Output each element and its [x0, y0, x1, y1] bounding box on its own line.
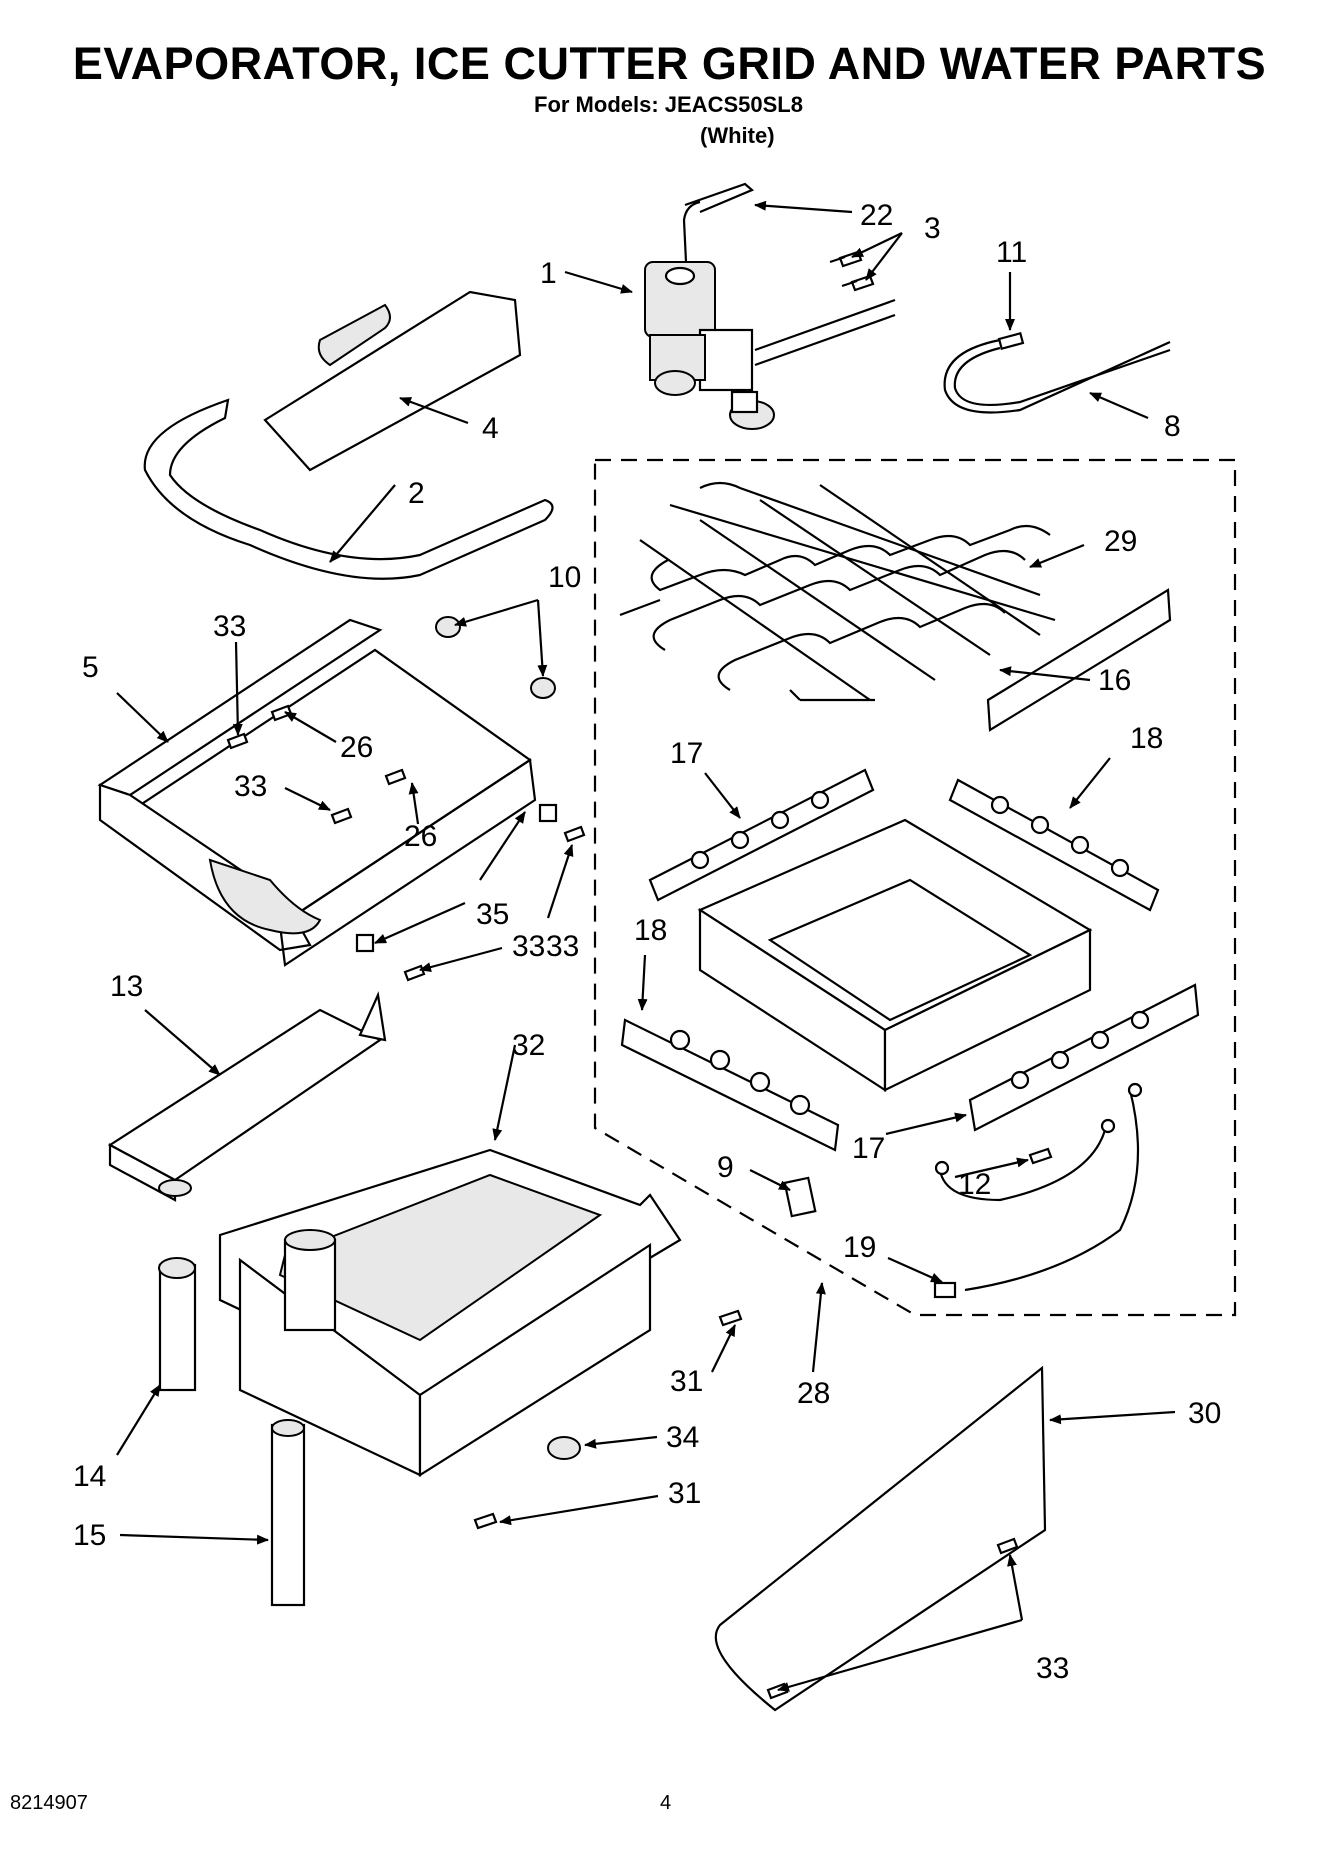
- callout-29: 29: [1104, 525, 1137, 558]
- drain-extension-part: [270, 1419, 306, 1607]
- callout-5: 5: [82, 651, 99, 684]
- access-cover-part: [714, 1365, 1047, 1712]
- callout-18a: 18: [1130, 722, 1163, 755]
- ice-chute-part: [107, 991, 387, 1202]
- clip-part: [783, 1176, 817, 1218]
- callout-33a: 33: [213, 610, 246, 643]
- callout-34: 34: [666, 1421, 699, 1454]
- callout-17b: 17: [852, 1132, 885, 1165]
- callout-13: 13: [110, 970, 143, 1003]
- callout-28: 28: [797, 1377, 830, 1410]
- cutter-bracket-lower-right-part: [968, 983, 1200, 1132]
- callout-12: 12: [958, 1168, 991, 1201]
- callout-31b: 31: [668, 1477, 701, 1510]
- callout-26b: 26: [404, 820, 437, 853]
- model-subtitle: For Models: JEACS50SL8: [534, 92, 803, 117]
- model-color: (White): [700, 123, 775, 148]
- callout-22: 22: [860, 199, 893, 232]
- cutter-grid-part: [619, 481, 1056, 702]
- callout-2: 2: [408, 477, 425, 510]
- callout-19: 19: [843, 1231, 876, 1264]
- leader-lines: [116, 200, 1176, 1692]
- drain-pan-part: [218, 1148, 682, 1477]
- callout-32: 32: [512, 1029, 545, 1062]
- screw-part: [330, 807, 353, 825]
- screw-part: [718, 1309, 743, 1327]
- evaporator-frame-part: [697, 818, 1093, 1093]
- doc-number: 8214907: [10, 1792, 88, 1814]
- page-title: EVAPORATOR, ICE CUTTER GRID AND WATER PA…: [72, 38, 1267, 89]
- screw-part: [384, 768, 407, 786]
- screw-part: [473, 1512, 498, 1530]
- screw-part: [996, 1537, 1019, 1555]
- callout-10: 10: [548, 561, 581, 594]
- screw-part: [403, 964, 426, 982]
- callout-33b: 33: [234, 770, 267, 803]
- valve-tube-part: [682, 182, 755, 263]
- callout-30: 30: [1188, 1397, 1221, 1430]
- callout-8: 8: [1164, 410, 1181, 443]
- callout-18b: 18: [634, 914, 667, 947]
- callout-33d: 33: [546, 930, 579, 963]
- callout-16: 16: [1098, 664, 1131, 697]
- callout-9: 9: [717, 1151, 734, 1184]
- heater-loop-part: [143, 398, 554, 580]
- grommet-part: [435, 616, 461, 638]
- drain-tube-part: [158, 1257, 197, 1392]
- grid-strip-part: [986, 588, 1172, 732]
- callout-31a: 31: [670, 1365, 703, 1398]
- fill-cup-part: [263, 290, 522, 472]
- grommet-part: [530, 677, 556, 699]
- callout-15: 15: [73, 1519, 106, 1552]
- cutter-bracket-lower-part: [620, 1018, 840, 1152]
- ice-mold-part: [97, 618, 537, 967]
- callout-4: 4: [482, 412, 499, 445]
- clip-part: [355, 933, 375, 953]
- callout-labels: 1 2 3 4 5 8 9 10 11 12 13 14 15 16 17 17…: [73, 199, 1221, 1685]
- callout-3: 3: [924, 212, 941, 245]
- water-valve-part: [644, 261, 896, 430]
- valve-screws-part: [829, 250, 875, 292]
- fill-tube-part: [943, 338, 1171, 414]
- callout-14: 14: [73, 1460, 106, 1493]
- foot-part: [547, 1436, 581, 1460]
- screw-part: [563, 825, 586, 843]
- callout-33c: 33: [512, 930, 545, 963]
- cutter-bracket-upper-part: [648, 768, 875, 902]
- callout-35: 35: [476, 898, 509, 931]
- evaporator-assembly-outline: [593, 458, 1237, 1317]
- callout-17a: 17: [670, 737, 703, 770]
- screw-part: [1028, 1147, 1053, 1165]
- callout-11: 11: [996, 236, 1027, 269]
- clip-part: [538, 803, 558, 823]
- screw-part: [226, 732, 249, 750]
- callout-33e: 33: [1036, 1652, 1069, 1685]
- page-number: 4: [660, 1792, 672, 1814]
- cutter-bracket-right-part: [948, 778, 1160, 912]
- wire-harness-part: [938, 1089, 1140, 1292]
- callout-26a: 26: [340, 731, 373, 764]
- callout-1: 1: [540, 257, 557, 290]
